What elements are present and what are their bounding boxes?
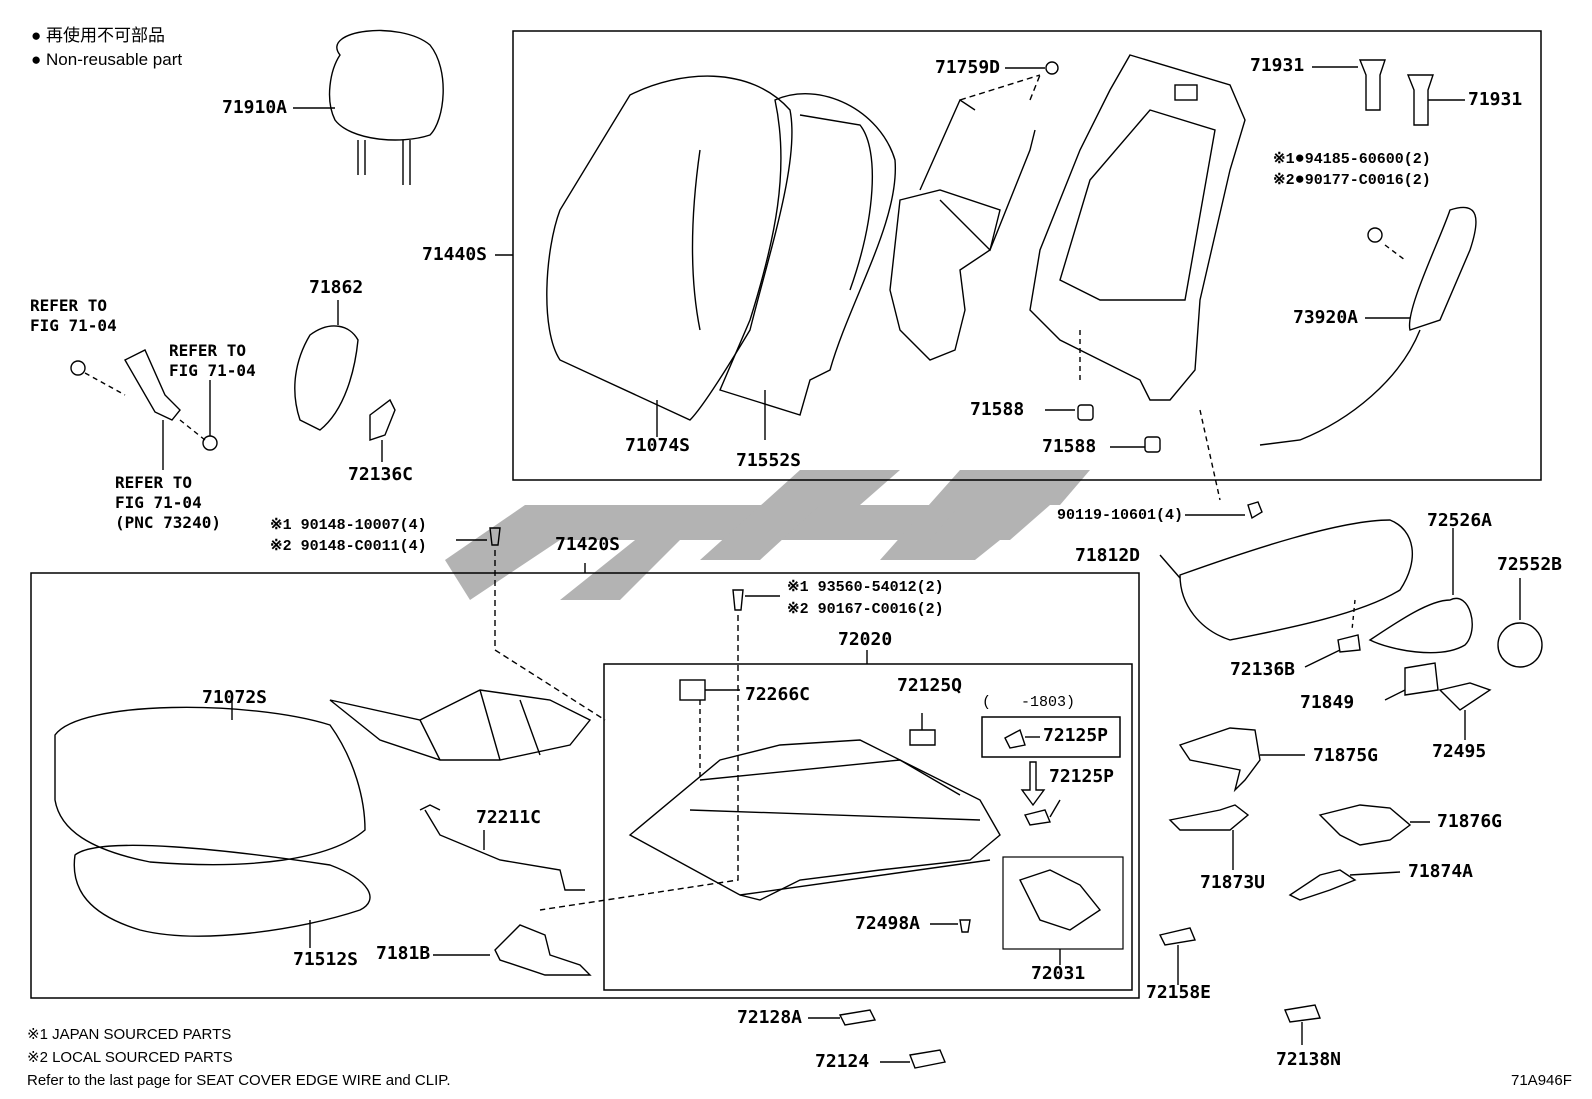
part-label[interactable]: 90148-10007(4) <box>300 517 427 534</box>
footer-note-local: ※2 LOCAL SOURCED PARTS <box>27 1049 233 1066</box>
part-label[interactable]: 71588 <box>970 399 1025 420</box>
part-label[interactable]: 72211C <box>476 807 542 828</box>
part-label[interactable]: 71931 <box>1250 55 1305 76</box>
legend-en-text: Non-reusable part <box>46 50 183 69</box>
part-label[interactable]: 71931 <box>1468 89 1523 110</box>
part-label[interactable]: 71862 <box>309 277 364 298</box>
part-label[interactable]: 90177-C0016(2) <box>1304 172 1431 189</box>
part-label[interactable]: 72124 <box>815 1051 870 1072</box>
part-label[interactable]: 72138N <box>1276 1049 1342 1070</box>
part-label[interactable]: 71849 <box>1300 692 1355 713</box>
part-label[interactable]: 71072S <box>202 687 268 708</box>
part-label[interactable]: 71759D <box>935 57 1001 78</box>
part-label[interactable]: 72125Q <box>897 675 963 696</box>
refer-note: REFER TO <box>169 341 247 360</box>
non-reusable-dot-icon: ● <box>1294 150 1305 169</box>
part-label[interactable]: 71512S <box>293 949 359 970</box>
part-label[interactable]: 72125P <box>1043 725 1109 746</box>
refer-note: FIG 71-04 <box>169 361 256 380</box>
part-label[interactable]: 7181B <box>376 943 431 964</box>
footer-note-japan: ※1 JAPAN SOURCED PARTS <box>27 1026 232 1043</box>
part-label[interactable]: 72125P <box>1049 766 1115 787</box>
part-label[interactable]: 71440S <box>422 244 488 265</box>
part-label[interactable]: 94185-60600(2) <box>1304 151 1431 168</box>
part-label[interactable]: 72552B <box>1497 554 1563 575</box>
part-label[interactable]: 71874A <box>1408 861 1474 882</box>
part-label[interactable]: 71074S <box>625 435 691 456</box>
part-label[interactable]: 72158E <box>1146 982 1212 1003</box>
part-label[interactable]: 71420S <box>555 534 621 555</box>
watermark-logo <box>445 470 1090 600</box>
part-label[interactable]: 71910A <box>222 97 288 118</box>
part-label[interactable]: 71875G <box>1313 745 1379 766</box>
part-number-row: ※1●94185-60600(2) <box>1273 150 1431 169</box>
part-label[interactable]: 71552S <box>736 450 802 471</box>
part-number-row: ※1 93560-54012(2) <box>787 579 944 596</box>
footer-note-refer: Refer to the last page for SEAT COVER ED… <box>27 1072 451 1089</box>
refer-note: FIG 71-04 <box>30 316 117 335</box>
legend-line-2: ● Non-reusable part <box>31 50 182 70</box>
part-label[interactable]: 71873U <box>1200 872 1266 893</box>
refer-note: REFER TO <box>115 473 193 492</box>
part-label[interactable]: 90119-10601(4) <box>1057 507 1184 524</box>
part-label[interactable]: 72136B <box>1230 659 1296 680</box>
part-label[interactable]: 72526A <box>1427 510 1493 531</box>
part-number-row: ※1 90148-10007(4) <box>270 517 427 534</box>
part-number-row: ※2●90177-C0016(2) <box>1273 171 1431 190</box>
refer-note: FIG 71-04 <box>115 493 202 512</box>
part-label[interactable]: 72031 <box>1031 963 1086 984</box>
part-label[interactable]: 72495 <box>1432 741 1487 762</box>
part-label[interactable]: 73920A <box>1293 307 1359 328</box>
part-label[interactable]: 72136C <box>348 464 414 485</box>
refer-note: (PNC 73240) <box>115 513 221 532</box>
figure-code: 71A946F <box>1511 1072 1572 1089</box>
part-label[interactable]: 72128A <box>737 1007 803 1028</box>
part-label[interactable]: 72020 <box>838 629 893 650</box>
part-label[interactable]: 71812D <box>1075 545 1141 566</box>
part-label[interactable]: 90148-C0011(4) <box>300 538 427 555</box>
legend-dot-icon: ● <box>31 26 42 45</box>
legend-line-1: ● 再使用不可部品 <box>31 26 165 46</box>
part-label[interactable]: 90167-C0016(2) <box>817 601 944 618</box>
part-number-row: ※2 90148-C0011(4) <box>270 538 427 555</box>
part-label[interactable]: 71588 <box>1042 436 1097 457</box>
non-reusable-dot-icon: ● <box>1294 171 1305 190</box>
refer-note: REFER TO <box>30 296 108 315</box>
part-label[interactable]: 71876G <box>1437 811 1503 832</box>
legend-jp-text: 再使用不可部品 <box>46 26 166 45</box>
part-label[interactable]: 93560-54012(2) <box>817 579 944 596</box>
part-label[interactable]: 72266C <box>745 684 811 705</box>
part-number-row: ※2 90167-C0016(2) <box>787 601 944 618</box>
date-range-note: ( -1803) <box>982 694 1076 711</box>
legend-dot-icon: ● <box>31 50 42 69</box>
part-label[interactable]: 72498A <box>855 913 921 934</box>
